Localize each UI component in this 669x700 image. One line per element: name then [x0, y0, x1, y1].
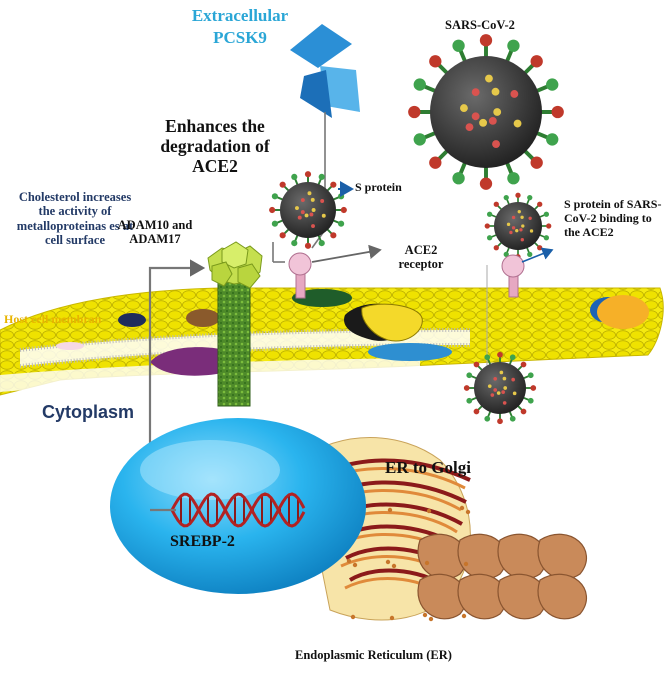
- adam-label: ADAM10 and ADAM17: [117, 218, 193, 247]
- cholesterol-label: Cholesterol increases the activity of me…: [16, 190, 134, 248]
- s-protein-binding-label: S protein of SARS-CoV-2 binding to the A…: [564, 197, 662, 239]
- membrane-protein-purple: [150, 347, 228, 376]
- membrane-protein-orange: [597, 295, 649, 329]
- pcsk9-label: PCSK9: [213, 28, 267, 47]
- nucleus-icon: [110, 418, 366, 594]
- ace2-receptor-icon: [501, 254, 525, 298]
- ace2-receptor-label: ACE2 receptor: [398, 243, 444, 272]
- er-label: Endoplasmic Reticulum (ER): [295, 648, 452, 662]
- sars-cov-2-virion-icon: [463, 351, 537, 425]
- sars-cov-2-label: SARS-CoV-2: [445, 18, 515, 32]
- host-cell-membrane-label: Host cell membran: [4, 312, 102, 326]
- srebp2-label: SREBP-2: [170, 533, 235, 550]
- membrane-protein-yellow: [361, 303, 423, 342]
- er-to-golgi-label: ER to Golgi: [385, 458, 471, 477]
- membrane-protein-navy: [118, 313, 146, 327]
- pcsk9-protein-icon: [290, 24, 360, 249]
- er-golgi-icon: [299, 437, 587, 622]
- cytoplasm-label: Cytoplasm: [42, 402, 135, 422]
- membrane-protein-green: [292, 289, 352, 307]
- extracellular-label: Extracellular: [191, 6, 289, 25]
- sars-cov-2-virion-icon: [484, 192, 552, 260]
- membrane-protein-blue: [368, 343, 452, 361]
- s-protein-label: S protein: [355, 180, 402, 194]
- dna-helix-icon: [170, 492, 306, 528]
- ace2-receptor-icon: [288, 252, 312, 299]
- sars-cov-2-virion-icon: [269, 171, 347, 249]
- membrane-protein-pink: [56, 342, 84, 350]
- sars-cov-2-virion-icon: [408, 34, 564, 190]
- host-cell-membrane: [0, 287, 664, 396]
- adam-protease-icon: [207, 241, 263, 407]
- enhances-degradation-label: Enhances the degradation of ACE2: [160, 116, 270, 177]
- membrane-protein-brown: [186, 309, 220, 327]
